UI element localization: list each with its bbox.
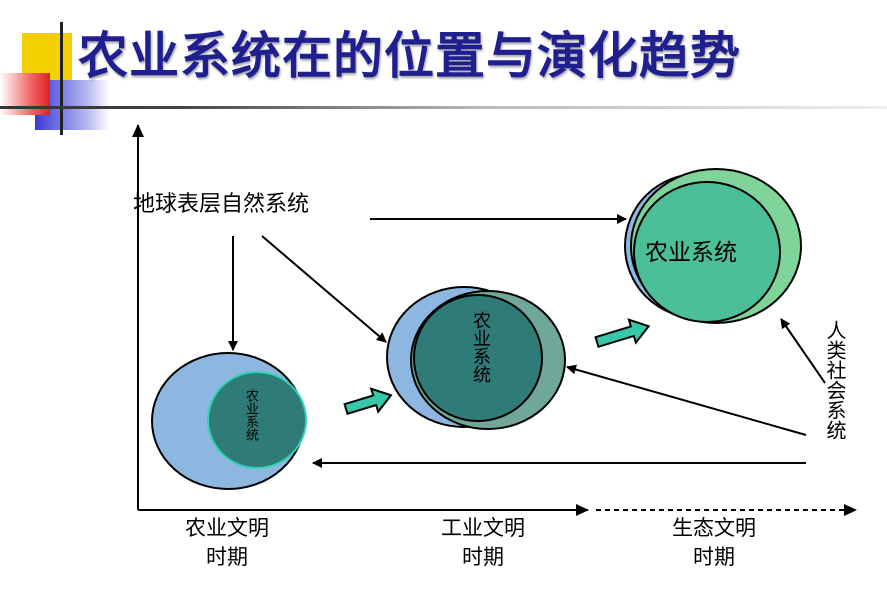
period-ecological-line1: 生态文明 [672, 516, 756, 540]
period-ecological: 生态文明 时期 [639, 514, 789, 572]
period-agricultural: 农业文明 时期 [152, 514, 302, 572]
arrow-natural-to-agri-2 [261, 235, 387, 343]
page-title: 农业系统在的位置与演化趋势 [78, 27, 741, 85]
period-agricultural-line1: 农业文明 [185, 516, 269, 540]
trend-arrow-1 [343, 387, 393, 416]
human-system-label: 人类社会系统 [823, 320, 847, 440]
natural-system-label: 地球表层自然系统 [133, 192, 310, 217]
title-underline [0, 106, 887, 109]
period-industrial-line1: 工业文明 [441, 516, 525, 540]
arrow-human-to-agri-3 [780, 318, 826, 384]
agri-system-circle-2 [413, 294, 543, 422]
trend-arrow-2 [594, 318, 651, 349]
period-industrial-line2: 时期 [462, 545, 504, 569]
period-agricultural-line2: 时期 [206, 545, 248, 569]
agri-system-circle-1 [207, 371, 307, 469]
period-ecological-line2: 时期 [693, 545, 735, 569]
agri-system-label-1: 农业系统 [243, 389, 258, 441]
agri-system-label-2: 农业系统 [470, 311, 491, 383]
period-industrial: 工业文明 时期 [408, 514, 558, 572]
arrow-human-to-agri-2 [566, 364, 807, 436]
corner-vertical-line [60, 22, 63, 135]
agri-system-label-3: 农业系统 [645, 240, 737, 266]
agri-system-circle-3 [633, 181, 781, 323]
